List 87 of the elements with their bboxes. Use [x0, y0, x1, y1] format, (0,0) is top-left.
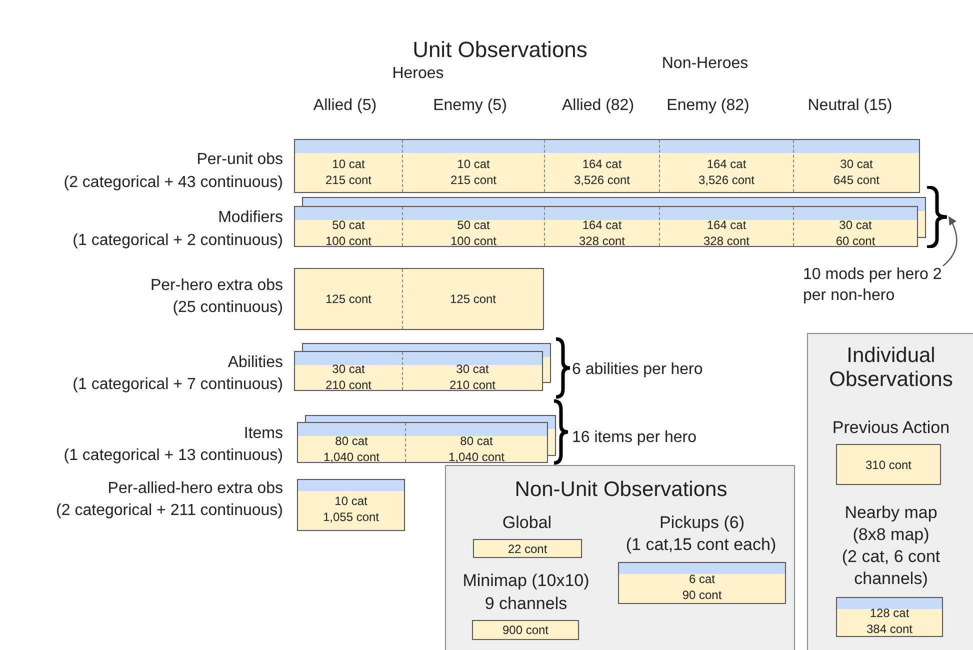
column-header: Allied (5): [313, 97, 377, 114]
leader-arrow: [942, 216, 958, 266]
cell-value: 1,040 cont: [448, 448, 505, 464]
cell-value: 22 cont: [508, 540, 548, 556]
data-box: [618, 562, 786, 604]
cell-value: 164 cat: [706, 216, 746, 232]
cell-value: 100 cont: [325, 232, 372, 248]
panel-title: Individual Observations: [829, 344, 953, 391]
section-heading: (1 cat,15 cont each): [626, 535, 776, 554]
row-label: (1 categorical + 2 continuous): [72, 232, 283, 249]
cell-value: 328 cont: [703, 232, 750, 248]
annotation: 6 abilities per hero: [572, 361, 703, 378]
cell-value: 1,040 cont: [323, 448, 380, 464]
section-heading: (8x8 map): [852, 525, 930, 544]
row-label: Per-hero extra obs: [150, 277, 283, 294]
row-label: (2 categorical + 211 continuous): [56, 502, 283, 519]
cell-value: 80 cat: [460, 432, 493, 448]
column-header: Enemy (5): [433, 97, 507, 114]
column-header: Allied (82): [562, 97, 634, 114]
row-label: Per-allied-hero extra obs: [108, 480, 283, 497]
cell-value: 215 cont: [450, 172, 497, 188]
cell-value: 30 cat: [840, 156, 873, 172]
row-label: Abilities: [228, 354, 283, 371]
cell-value: 10 cat: [332, 156, 365, 172]
cell-value: 125 cont: [450, 291, 496, 307]
cell-value: 164 cat: [706, 156, 746, 172]
group-header: Non-Heroes: [662, 55, 748, 72]
cell-value: 125 cont: [325, 291, 372, 307]
cell-value: 210 cont: [325, 377, 372, 393]
cell-value: 3,526 cont: [574, 172, 630, 188]
cell-value: 164 cat: [582, 156, 622, 172]
data-bar: [294, 351, 543, 391]
cell-value: 210 cont: [449, 377, 496, 393]
row-label: (25 continuous): [172, 299, 283, 316]
row-label: Items: [244, 425, 283, 442]
row-label: (1 categorical + 7 continuous): [72, 376, 283, 393]
cell-value: 1,055 cont: [322, 509, 380, 525]
section-heading: Nearby map: [844, 503, 938, 522]
cell-value: 30 cat: [839, 216, 872, 232]
cell-value: 645 cont: [833, 172, 880, 188]
cell-value: 215 cont: [325, 172, 372, 188]
section-heading: Global: [502, 513, 552, 532]
cell-value: 328 cont: [578, 232, 626, 248]
annotation: 16 items per hero: [572, 429, 697, 446]
cell-value: 6 cat: [688, 571, 715, 587]
cell-value: 900 cont: [502, 622, 549, 638]
section-heading: Minimap (10x10): [462, 571, 590, 590]
data-box: [836, 597, 943, 637]
cell-value: 128 cat: [870, 605, 910, 621]
diagram-title: Unit Observations: [412, 37, 588, 62]
data-bar: [297, 422, 548, 463]
row-label: Per-unit obs: [196, 151, 283, 168]
cell-value: 164 cat: [582, 216, 622, 232]
cell-value: 100 cont: [450, 232, 497, 248]
cell-value: 3,526 cont: [698, 172, 755, 188]
data-bar: [294, 139, 920, 193]
column-header: Enemy (82): [666, 97, 750, 114]
data-box: [297, 479, 405, 531]
cell-value: 90 cont: [682, 587, 722, 603]
cell-value: 30 cat: [332, 361, 365, 377]
row-label: (1 categorical + 13 continuous): [64, 447, 283, 464]
cell-value: 10 cat: [334, 493, 368, 509]
data-box: [473, 539, 582, 558]
section-heading: Previous Action: [832, 418, 950, 437]
section-heading: 9 channels: [484, 594, 568, 613]
cell-value: 50 cat: [457, 216, 490, 232]
panel: [807, 333, 973, 650]
panel-title: Non-Unit Observations: [514, 478, 728, 501]
cell-value: 50 cat: [332, 216, 365, 232]
section-heading: Pickups (6): [659, 513, 745, 532]
cell-value: 30 cat: [456, 361, 489, 377]
cell-value: 60 cont: [836, 232, 876, 248]
column-header: Neutral (15): [808, 97, 892, 114]
data-bar: [294, 206, 918, 247]
annotation: 10 mods per hero 2 per non-hero: [803, 265, 943, 306]
row-label: Modifiers: [218, 209, 283, 226]
cell-value: 310 cont: [865, 456, 912, 472]
group-header: Heroes: [392, 65, 444, 82]
data-bar: [294, 268, 544, 330]
data-box: [836, 444, 941, 485]
cell-value: 384 cont: [866, 621, 913, 637]
row-label: (2 categorical + 43 continuous): [64, 174, 283, 191]
data-box: [472, 620, 579, 640]
cell-value: 80 cat: [335, 432, 368, 448]
section-heading: (2 cat, 6 cont channels): [842, 547, 940, 588]
cell-value: 10 cat: [457, 156, 490, 172]
panel: [445, 465, 795, 650]
